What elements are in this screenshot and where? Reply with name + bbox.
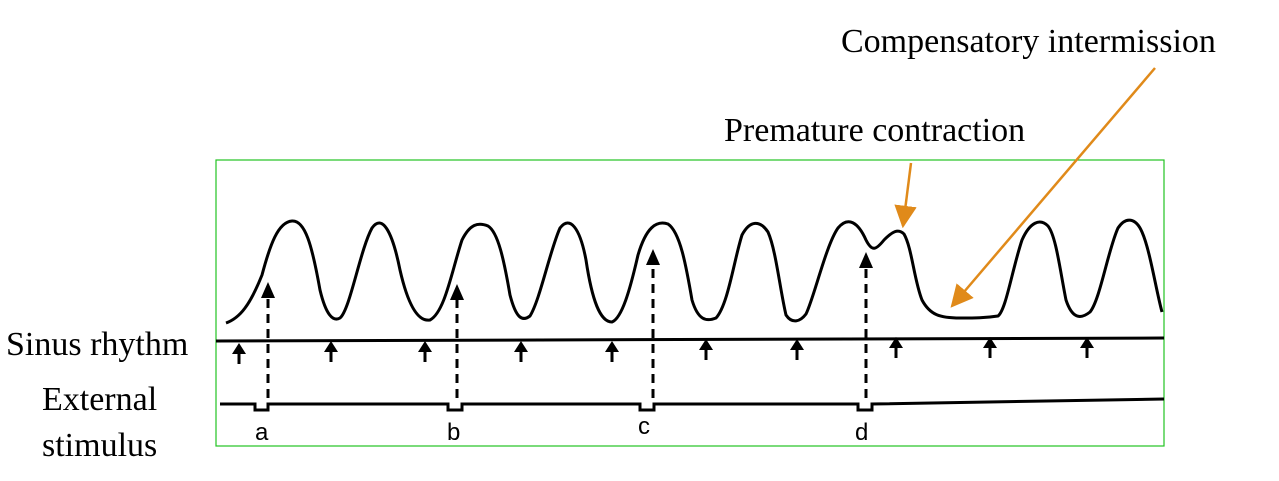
stimulus-label-c: c [638,413,650,440]
stimulus-arrows [261,249,873,398]
sinus-arrow [418,341,432,362]
stimulus-arrow-a [261,282,275,398]
sinus-rhythm-label: Sinus rhythm [6,326,189,363]
compensatory-callout-arrow [950,67,1156,308]
premature-contraction-label: Premature contraction [724,112,1026,149]
stimulus-label-b: b [447,419,461,446]
stimulus-arrow-c [646,249,660,398]
stimulus-arrow-b [450,284,464,398]
sinus-arrow [605,341,619,362]
sinus-arrow [324,341,338,362]
external-stimulus-line2: stimulus [42,426,158,464]
sinus-arrow [983,337,997,358]
stimulus-label-d: d [855,419,869,446]
compensatory-intermission-label: Compensatory intermission [841,23,1216,60]
sinus-arrows [232,337,1094,364]
stimulus-label-a: a [255,419,269,446]
external-stimulus-line [220,397,1165,412]
stimulus-arrow-d [859,252,873,398]
sinus-arrow [232,343,246,364]
sinus-arrow [790,339,804,360]
sinus-arrow [699,339,713,360]
sinus-arrow [514,341,528,362]
sinus-arrow [1080,337,1094,358]
plot-frame [215,159,1165,447]
premature-callout-arrow [894,162,917,229]
external-stimulus-label: External stimulus [42,377,157,469]
external-stimulus-line1: External [42,381,158,418]
sinus-arrow [889,337,903,358]
contraction-waveform [225,218,1164,325]
sinus-rhythm-line [215,336,1165,343]
